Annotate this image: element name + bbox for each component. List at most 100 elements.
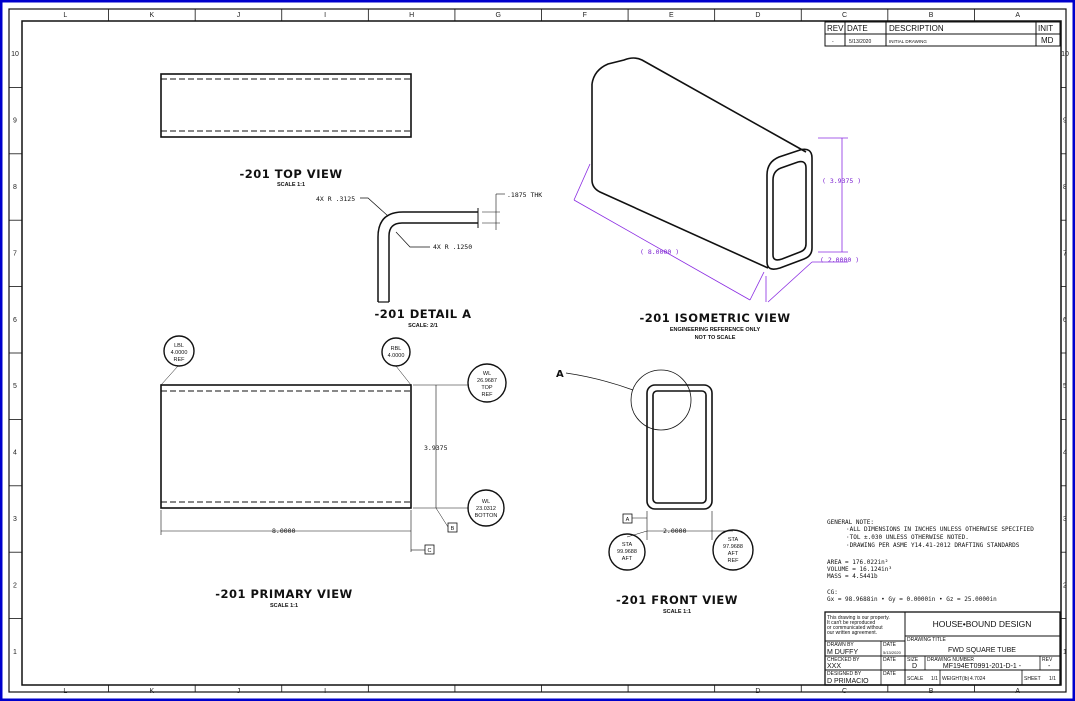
primary-view-scale: SCALE 1:1 [270,603,298,609]
wl-top-line1: WL [483,371,491,377]
zone-letter-bottom: C [842,688,847,695]
lbl-line1: LBL [174,343,184,349]
tb-drawing-number: MF194ET0991-201-D-1 - [943,663,1022,670]
rbl-line1: RBL [391,346,402,352]
tb-property-4: our written agreement. [827,630,877,636]
zone-number-right: 3 [1063,516,1067,523]
tb-sheet: 1/1 [1049,676,1056,682]
tb-drawn-by: M DUFFY [827,649,858,656]
detail-view-scale: SCALE: 2/1 [408,323,438,329]
notes-mass: MASS = 4.5441b [827,573,878,580]
rbl-bubble [381,337,411,367]
callout-inner-radius: 4X R .1250 [433,243,472,251]
primary-view-title: -201 PRIMARY VIEW [215,587,352,601]
zone-number-left: 9 [13,118,17,125]
tb-weight: 4.7024 [970,676,986,682]
tb-drawing-title: FWD SQUARE TUBE [948,647,1016,654]
zone-number-left: 6 [13,317,17,324]
wl-top-bubble [467,363,507,403]
wl-bottom-line1: WL [482,499,490,505]
zone-number-right: 8 [1063,184,1067,191]
zone-letter-bottom: A [1015,688,1020,695]
tb-checked-by-label: CHECKED BY [827,657,860,663]
detail-a-label: A [556,369,564,380]
zone-letter-bottom: B [929,688,934,695]
iso-view-title: -201 ISOMETRIC VIEW [639,311,790,325]
rev-row-rev: - [832,39,834,45]
zone-number-left: 8 [13,184,17,191]
zone-number-left: 7 [13,250,17,257]
zone-letter-top: K [150,12,155,19]
wl-top-line2: 26.9687 [477,378,497,384]
iso-view-note1: ENGINEERING REFERENCE ONLY [670,327,761,333]
lbl-bubble [163,335,195,367]
notes-cg: Gx = 98.9688in • Gy = 0.0000in • Gz = 25… [827,596,997,603]
zone-number-left: 4 [13,450,17,457]
callout-outer-radius: 4X R .3125 [316,195,355,203]
callout-leader-outer [360,197,389,217]
tb-date-drawn: 5/13/2020 [883,650,902,655]
tb-scale-label: SCALE [907,676,924,682]
border-outer [8,8,1067,693]
iso-dim-width: ( 2.0000 ) [820,256,859,264]
sta-left-line3: AFT [622,556,633,562]
zone-letter-bottom: K [150,688,155,695]
detail-inner-profile [388,222,478,302]
notes-line-2: ·TOL ±.030 UNLESS OTHERWISE NOTED. [846,534,969,541]
tb-sheet-label: SHEET [1024,676,1041,682]
rev-header-rev: REV [827,24,844,33]
zone-letter-top: L [63,12,67,19]
detail-a-circle [630,369,692,431]
notes-cg-label: CG: [827,589,838,596]
zone-number-right: 10 [1061,51,1069,58]
tb-drawing-title-label: DRAWING TITLE [907,637,947,643]
rev-header-description: DESCRIPTION [889,24,944,33]
tb-rev: - [1048,663,1051,670]
zone-letter-top: H [409,12,414,19]
zone-number-left: 5 [13,383,17,390]
notes-area: AREA = 176.022in² [827,559,888,566]
zone-letter-top: B [929,12,934,19]
title-block: This drawing is our property. It can't b… [824,611,1061,686]
tb-property-1: This drawing is our property. [827,615,890,621]
zone-number-right: 9 [1063,118,1067,125]
zone-number-right: 1 [1063,649,1067,656]
tb-size-label: SIZE [907,657,919,663]
isometric-view: ( 3.9375 ) ( 2.0000 ) ( 8.0000 ) -201 IS… [573,57,861,341]
iso-dim-length: ( 8.0000 ) [640,248,679,256]
notes-line-1: ·ALL DIMENSIONS IN INCHES UNLESS OTHERWI… [846,526,1034,533]
rev-header-init: INIT [1038,24,1053,33]
thickness-dimension: .1875 THK [507,191,542,199]
zone-number-left: 3 [13,516,17,523]
primary-dim-length: 8.0000 [272,527,296,535]
datum-b: B [451,526,455,532]
zone-letter-bottom: J [237,688,241,695]
zone-letter-bottom: D [755,688,760,695]
revision-block: REV DATE DESCRIPTION INIT - 5/13/2020 IN… [824,21,1061,47]
lbl-line2: 4.0000 [171,350,188,356]
tb-property-2: It can't be reproduced [827,620,875,626]
sta-right-line2: 97.9688 [723,544,743,550]
detail-outer-profile [377,211,478,302]
rbl-line2: 4.0000 [388,353,405,359]
lbl-line3: REF [174,357,186,363]
zone-letter-top: C [842,12,847,19]
tb-weight-label: WEIGHT(lb) [942,676,970,682]
wl-bottom-bubble [467,489,505,527]
top-view-outline [160,73,412,138]
rev-row-init: MD [1041,36,1054,45]
tb-designed-by-label: DESIGNED BY [827,671,862,677]
callout-leader-inner [395,231,430,248]
iso-outline-bottom [591,84,769,269]
tb-scale: 1/1 [931,676,938,682]
wl-bottom-line2: 23.0312 [476,506,496,512]
datum-a: A [626,517,630,523]
iso-dim-height: ( 3.9375 ) [822,177,861,185]
front-view: A A 2.0000 STA 99.9688 AFT STA 97.9688 A… [556,369,754,615]
zone-letter-top: I [324,12,326,19]
rev-row-description: INITIAL DRAWING [889,39,927,44]
detail-a-view: 4X R .3125 4X R .1250 .1875 THK -201 DET… [316,191,542,329]
